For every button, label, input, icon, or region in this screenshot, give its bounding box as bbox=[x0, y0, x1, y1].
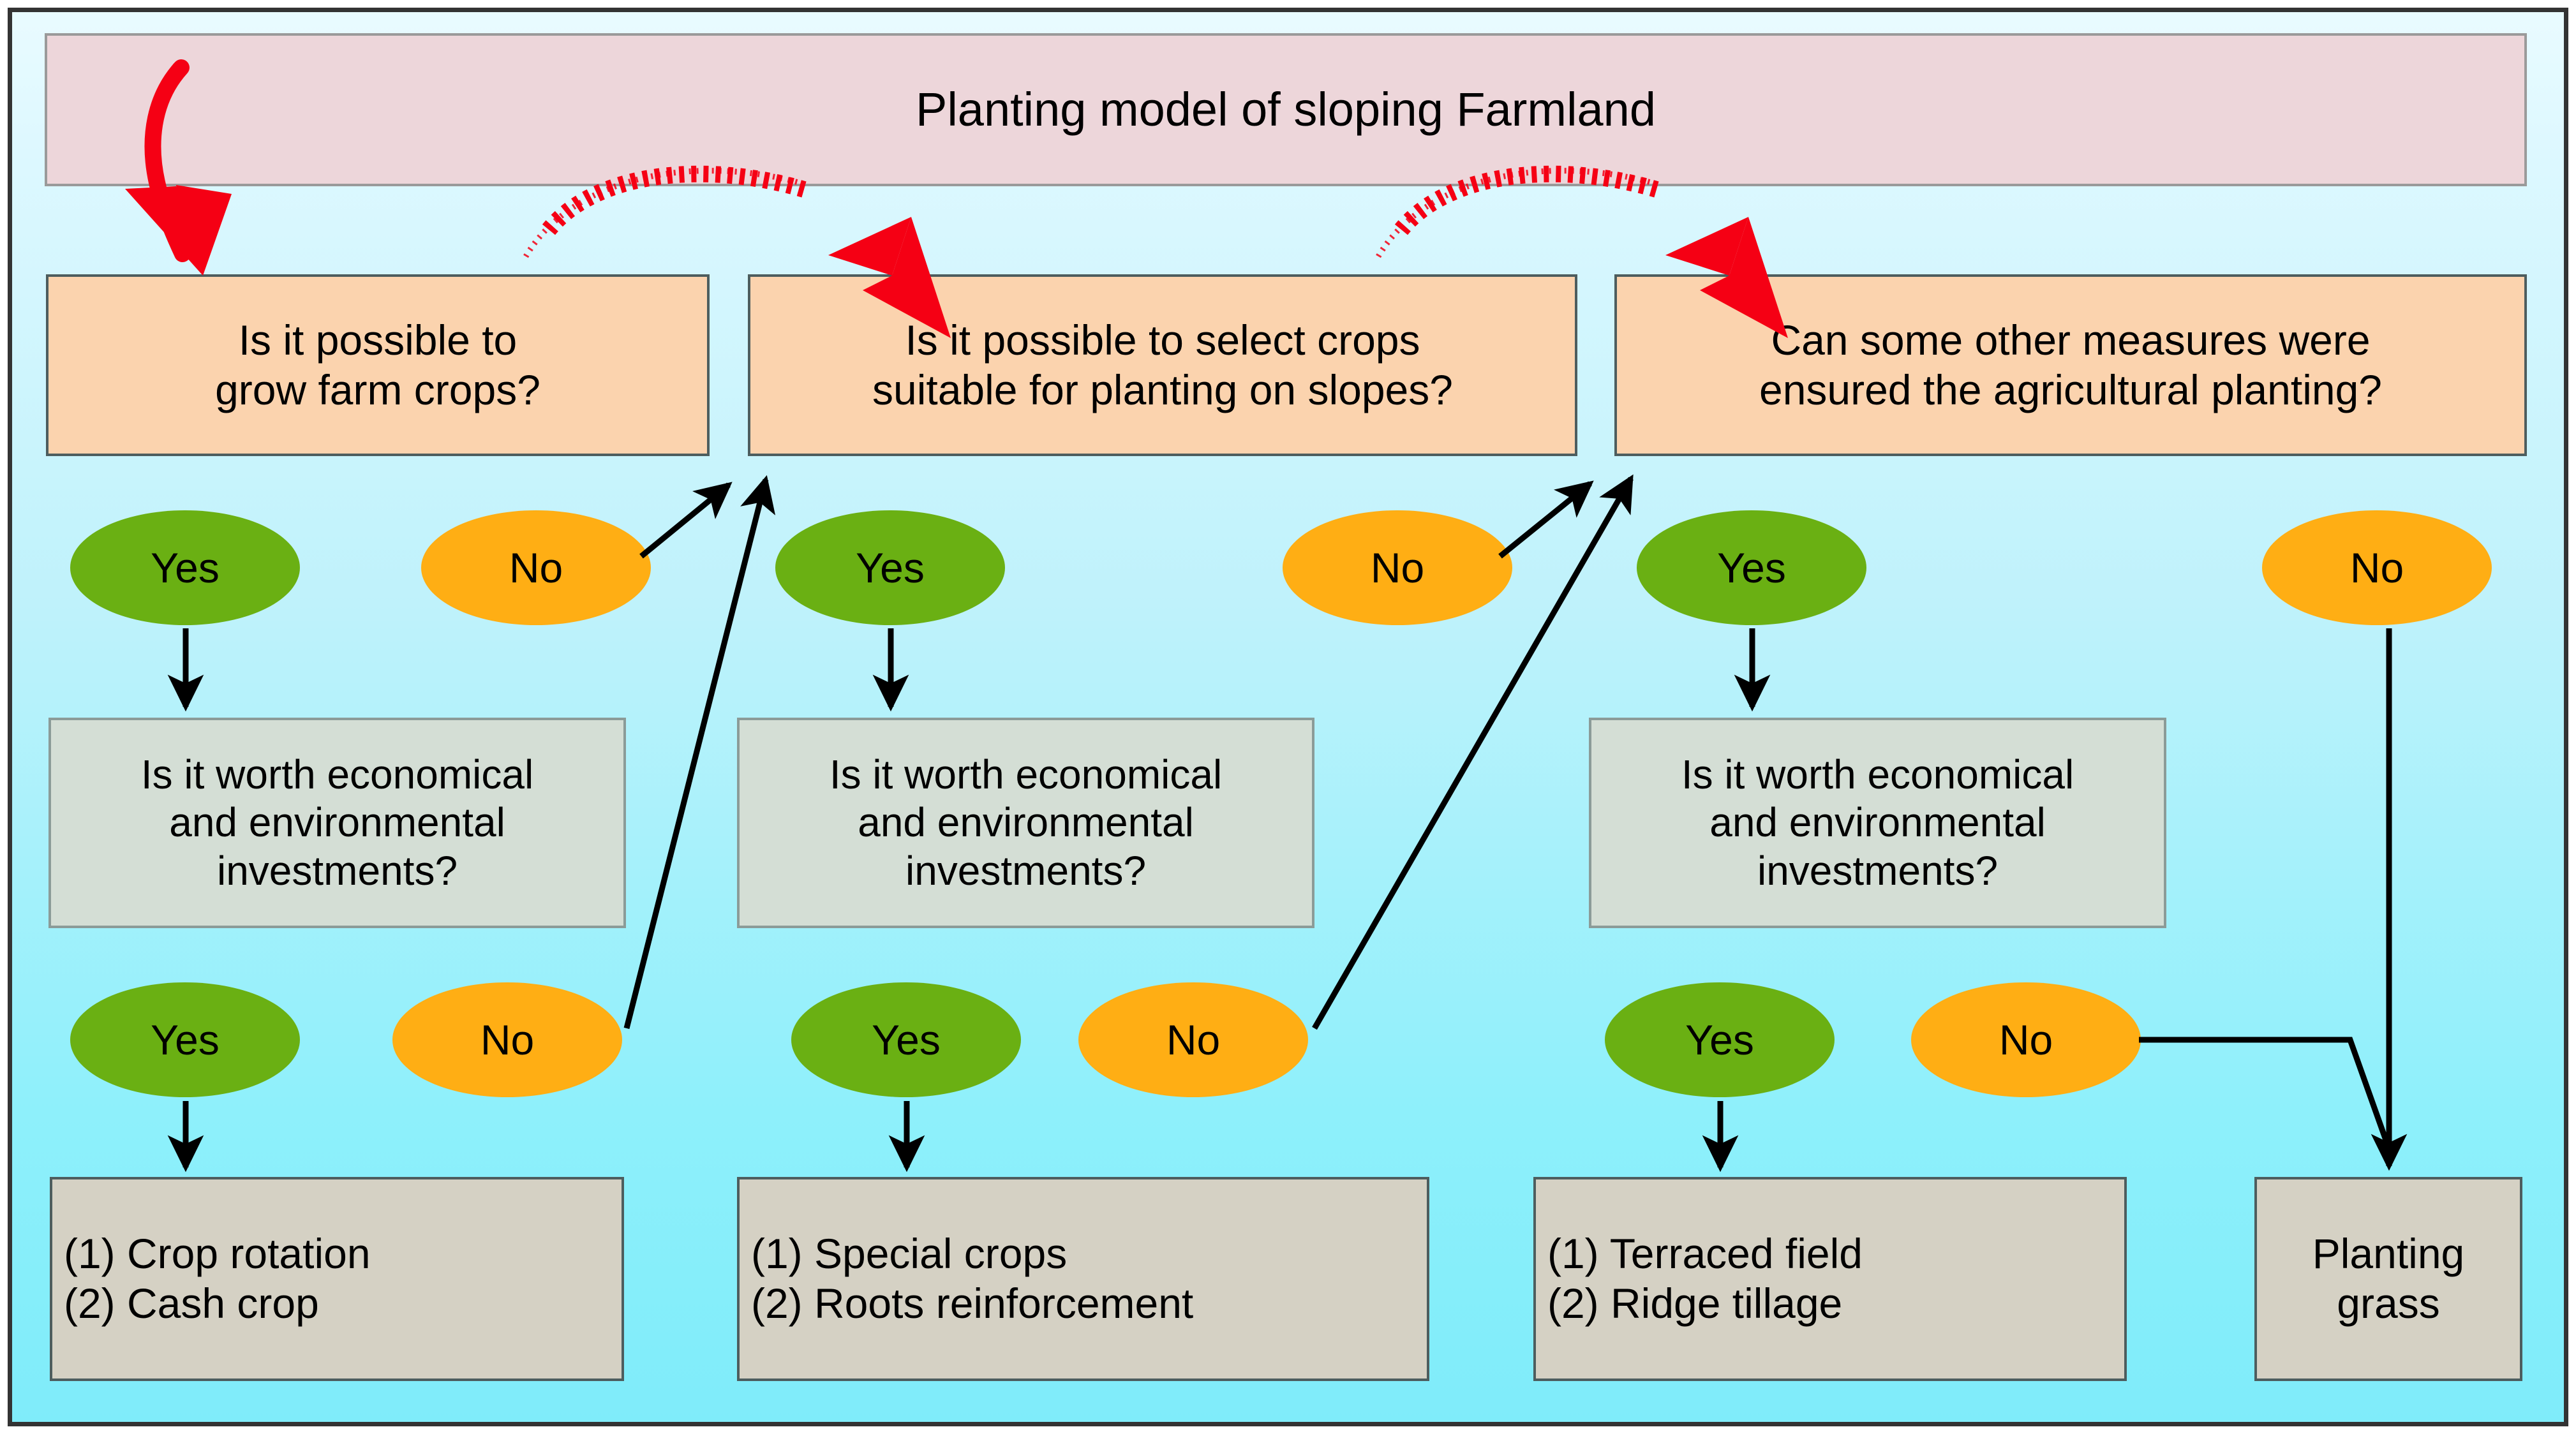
investment-box-2-line-1: Is it worth economical bbox=[829, 751, 1223, 797]
question-box-1-line-1: Is it possible to bbox=[238, 316, 517, 364]
investment-box-2-line-3: investments? bbox=[905, 847, 1147, 894]
question-box-2[interactable]: Is it possible to select crops suitable … bbox=[748, 274, 1577, 456]
decision-q1-no[interactable]: No bbox=[421, 510, 651, 625]
decision-inv3-yes[interactable]: Yes bbox=[1605, 982, 1835, 1097]
result-box-2-line-1: (1) Special crops bbox=[751, 1230, 1068, 1278]
decision-q3-yes-label: Yes bbox=[1717, 544, 1786, 591]
decision-q1-yes-label: Yes bbox=[151, 544, 220, 591]
result-box-1-line-1: (1) Crop rotation bbox=[64, 1230, 371, 1278]
investment-box-1[interactable]: Is it worth economical and environmental… bbox=[48, 718, 626, 928]
decision-inv3-no[interactable]: No bbox=[1911, 982, 2141, 1097]
investment-box-3[interactable]: Is it worth economical and environmental… bbox=[1589, 718, 2166, 928]
investment-box-3-line-3: investments? bbox=[1757, 847, 1999, 894]
result-box-3-line-1: (1) Terraced field bbox=[1547, 1230, 1863, 1278]
result-box-4-line-2: grass bbox=[2337, 1280, 2440, 1327]
result-box-1[interactable]: (1) Crop rotation (2) Cash crop bbox=[50, 1177, 624, 1381]
decision-q1-no-label: No bbox=[509, 544, 563, 591]
decision-inv2-no-label: No bbox=[1166, 1016, 1221, 1063]
question-box-2-line-1: Is it possible to select crops bbox=[905, 316, 1420, 364]
decision-q3-yes[interactable]: Yes bbox=[1637, 510, 1866, 625]
investment-box-1-line-3: investments? bbox=[216, 847, 458, 894]
decision-inv2-yes-label: Yes bbox=[872, 1016, 941, 1063]
decision-q2-no-label: No bbox=[1370, 544, 1425, 591]
question-box-3[interactable]: Can some other measures were ensured the… bbox=[1614, 274, 2527, 456]
decision-inv1-yes[interactable]: Yes bbox=[70, 982, 300, 1097]
decision-inv3-no-label: No bbox=[1999, 1016, 2053, 1063]
decision-inv3-yes-label: Yes bbox=[1685, 1016, 1754, 1063]
decision-inv1-no[interactable]: No bbox=[392, 982, 622, 1097]
result-box-4[interactable]: Planting grass bbox=[2254, 1177, 2522, 1381]
decision-inv2-no[interactable]: No bbox=[1078, 982, 1308, 1097]
result-box-3-line-2: (2) Ridge tillage bbox=[1547, 1280, 1843, 1327]
question-box-1-line-2: grow farm crops? bbox=[215, 366, 540, 413]
investment-box-2-line-2: and environmental bbox=[858, 799, 1194, 846]
result-box-3[interactable]: (1) Terraced field (2) Ridge tillage bbox=[1533, 1177, 2127, 1381]
page-title: Planting model of sloping Farmland bbox=[916, 83, 1656, 137]
decision-inv1-yes-label: Yes bbox=[151, 1016, 220, 1063]
investment-box-2[interactable]: Is it worth economical and environmental… bbox=[737, 718, 1314, 928]
investment-box-3-line-1: Is it worth economical bbox=[1681, 751, 2074, 797]
decision-q3-no[interactable]: No bbox=[2262, 510, 2492, 625]
investment-box-1-line-2: and environmental bbox=[169, 799, 505, 846]
decision-q2-no[interactable]: No bbox=[1283, 510, 1512, 625]
result-box-4-line-1: Planting bbox=[2312, 1230, 2465, 1278]
decision-inv2-yes[interactable]: Yes bbox=[791, 982, 1021, 1097]
investment-box-3-line-2: and environmental bbox=[1709, 799, 2046, 846]
decision-q2-yes[interactable]: Yes bbox=[775, 510, 1005, 625]
header-title-bar: Planting model of sloping Farmland bbox=[45, 33, 2527, 186]
result-box-2[interactable]: (1) Special crops (2) Roots reinforcemen… bbox=[737, 1177, 1429, 1381]
question-box-2-line-2: suitable for planting on slopes? bbox=[872, 366, 1453, 413]
result-box-2-line-2: (2) Roots reinforcement bbox=[751, 1280, 1194, 1327]
question-box-3-line-1: Can some other measures were bbox=[1771, 316, 2371, 364]
question-box-1[interactable]: Is it possible to grow farm crops? bbox=[46, 274, 710, 456]
question-box-3-line-2: ensured the agricultural planting? bbox=[1759, 366, 2382, 413]
decision-q1-yes[interactable]: Yes bbox=[70, 510, 300, 625]
decision-q3-no-label: No bbox=[2349, 544, 2404, 591]
decision-q2-yes-label: Yes bbox=[856, 544, 925, 591]
result-box-1-line-2: (2) Cash crop bbox=[64, 1280, 319, 1327]
decision-inv1-no-label: No bbox=[480, 1016, 535, 1063]
investment-box-1-line-1: Is it worth economical bbox=[140, 751, 534, 797]
